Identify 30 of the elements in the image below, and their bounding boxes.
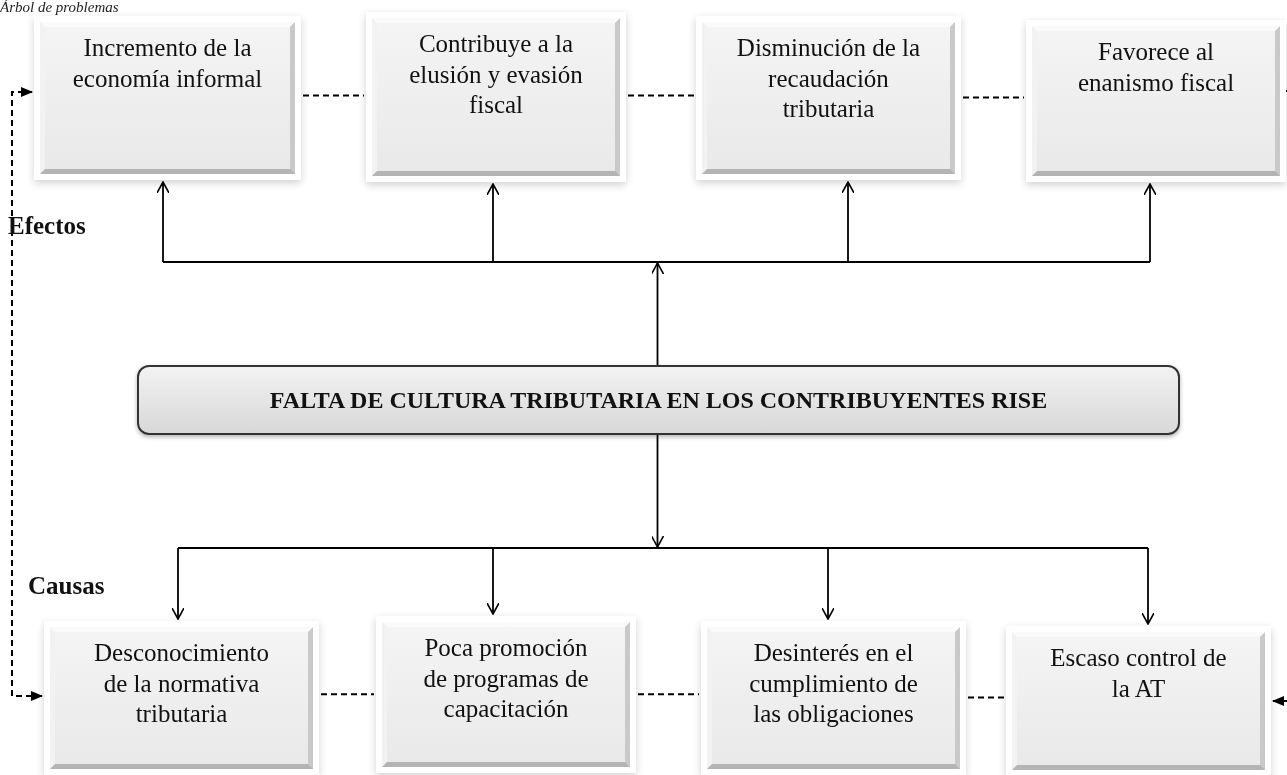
central-problem-box	[137, 365, 1180, 435]
node-text: Poca promoción de programas de capacitación	[422, 633, 590, 724]
section-label: Causas	[28, 572, 105, 600]
connector-line	[302, 94, 365, 97]
arrow	[11, 87, 43, 701]
node-text: Contribuye a la elusión y evasión fiscal	[408, 29, 584, 120]
arrow	[486, 547, 500, 615]
node-text: Favorece al enanismo fiscal	[1076, 37, 1236, 98]
arrow	[486, 183, 500, 263]
connector-line	[962, 96, 1025, 99]
problem-title: FALTA DE CULTURA TRIBUTARIA EN LOS CONTRIBUYENTES RISE	[269, 386, 1048, 414]
node-text: Incremento de la economía informal	[71, 33, 264, 94]
arrow-trunk	[162, 261, 1151, 366]
arrow	[1272, 696, 1287, 706]
connector-line	[637, 693, 700, 696]
node-text: Desconocimiento de la normativa tributaria	[93, 638, 270, 729]
connector-line	[967, 696, 1005, 699]
arrow	[841, 181, 855, 263]
connector-line	[320, 693, 375, 696]
arrow	[1143, 183, 1157, 263]
section-label: Efectos	[8, 212, 86, 240]
arrow	[171, 547, 185, 620]
arrow	[156, 181, 170, 263]
node-text: Disminución de la recaudación tributaria	[735, 33, 922, 124]
arrow	[821, 547, 835, 620]
node-text: Escaso control de la AT	[1049, 643, 1228, 704]
connector-line	[627, 94, 695, 97]
node-text: Desinterés en el cumplimiento de las obligaciones	[748, 638, 919, 729]
arrow-trunk	[177, 434, 1149, 549]
arrow	[1141, 547, 1155, 625]
